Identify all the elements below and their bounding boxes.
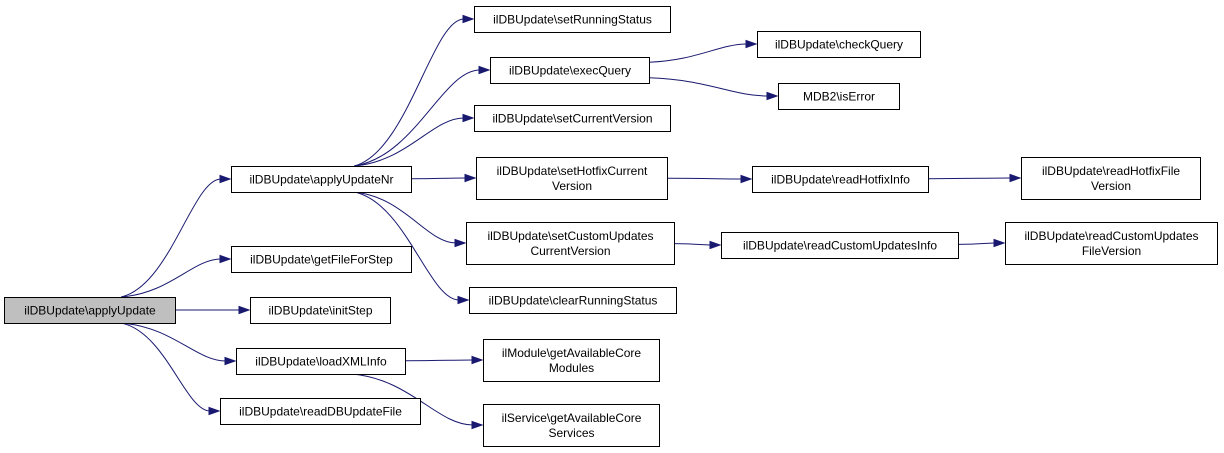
node-box [466, 222, 675, 265]
edge-set_hotfix_current_version-to-read_hotfix_info [666, 174, 753, 184]
node-label-line: ilModule\getAvailableCore [502, 346, 642, 360]
edge-read_custom_updates_info-to-read_custom_updates_file_version [957, 238, 1006, 248]
node-label-line: MDB2\isError [803, 90, 875, 104]
node-set-current-version[interactable]: ilDBUpdate\setCurrentVersion [474, 105, 671, 132]
node-set-running-status[interactable]: ilDBUpdate\setRunningStatus [474, 6, 671, 33]
edge-set_custom_updates_current_version-to-read_custom_updates_info [673, 240, 722, 250]
node-init-step[interactable]: ilDBUpdate\initStep [250, 297, 391, 324]
node-box [752, 166, 929, 193]
node-box [474, 105, 671, 132]
edge-read_hotfix_info-to-read_hotfix_file_version [927, 173, 1022, 183]
edge-apply_update_nr-to-set_running_status [354, 14, 475, 167]
nodes-layer: ilDBUpdate\applyUpdate ilDBUpdate\applyUp… [4, 6, 1218, 447]
edge-apply_update-to-apply_update_nr [121, 174, 232, 298]
edge-exec_query-to-check_query [648, 39, 758, 63]
node-label-line: ilDBUpdate\readDBUpdateFile [239, 405, 402, 419]
node-box [250, 297, 391, 324]
node-read-custom-updates-info[interactable]: ilDBUpdate\readCustomUpdatesInfo [721, 232, 959, 259]
edge-apply_update_nr-to-exec_query [354, 65, 491, 167]
node-clear-running-status[interactable]: ilDBUpdate\clearRunningStatus [469, 287, 677, 314]
node-read-db-update-file[interactable]: ilDBUpdate\readDBUpdateFile [220, 398, 421, 425]
node-label-line: Version [1091, 179, 1131, 193]
node-exec-query[interactable]: ilDBUpdate\execQuery [490, 57, 650, 84]
node-box [469, 287, 677, 314]
edges-layer [121, 14, 1022, 430]
node-box [483, 339, 660, 382]
node-label-line: ilDBUpdate\readHotfixInfo [771, 173, 910, 187]
node-label-line: ilService\getAvailableCore [502, 411, 642, 425]
node-label-line: ilDBUpdate\initStep [268, 304, 372, 318]
node-label-line: ilDBUpdate\clearRunningStatus [489, 294, 658, 308]
node-label-line: FileVersion [1082, 244, 1141, 258]
node-label-line: ilDBUpdate\setHotfixCurrent [497, 164, 648, 178]
edge-apply_update-to-init_step [175, 305, 251, 315]
node-box [4, 297, 176, 324]
node-box [778, 83, 900, 110]
node-label-line: ilDBUpdate\readCustomUpdates [1024, 229, 1198, 243]
node-box [476, 157, 668, 200]
node-label-line: ilDBUpdate\readCustomUpdatesInfo [743, 239, 937, 253]
node-box [236, 348, 406, 375]
node-set-custom-updates-current-version[interactable]: ilDBUpdate\setCustomUpdatesCurrentVersio… [466, 222, 675, 265]
node-box [220, 398, 421, 425]
node-label-line: Services [548, 426, 594, 440]
node-box [721, 232, 959, 259]
edge-apply_update-to-read_db_update_file [121, 322, 221, 416]
node-box [483, 404, 660, 447]
node-read-hotfix-info[interactable]: ilDBUpdate\readHotfixInfo [752, 166, 929, 193]
node-box [1005, 222, 1218, 265]
edge-apply_update-to-load_xml_info [121, 322, 237, 366]
edge-apply_update_nr-to-set_hotfix_current_version [410, 173, 477, 183]
edge-apply_update_nr-to-set_custom_updates_current_version [354, 191, 467, 248]
edge-exec_query-to-mdb2_is_error [648, 77, 779, 101]
node-label-line: ilDBUpdate\checkQuery [775, 38, 903, 52]
node-label-line: ilDBUpdate\getFileForStep [250, 253, 393, 267]
node-label-line: Modules [549, 361, 594, 375]
node-load-xml-info[interactable]: ilDBUpdate\loadXMLInfo [236, 348, 406, 375]
node-label-line: ilDBUpdate\loadXMLInfo [255, 355, 387, 369]
node-box [757, 31, 921, 58]
node-apply-update-nr[interactable]: ilDBUpdate\applyUpdateNr [231, 166, 412, 193]
node-box [490, 57, 650, 84]
node-label-line: CurrentVersion [530, 244, 610, 258]
node-apply-update[interactable]: ilDBUpdate\applyUpdate [4, 297, 176, 324]
node-box [231, 246, 412, 273]
node-label-line: ilDBUpdate\setRunningStatus [493, 13, 652, 27]
edge-apply_update_nr-to-set_current_version [354, 113, 475, 167]
node-mdb2-is-error[interactable]: MDB2\isError [778, 83, 900, 110]
edge-load_xml_info-to-module_get_available_core_modules [404, 355, 484, 365]
node-box [1021, 157, 1201, 200]
node-label-line: ilDBUpdate\applyUpdateNr [249, 173, 393, 187]
node-label-line: ilDBUpdate\readHotfixFile [1042, 164, 1180, 178]
node-check-query[interactable]: ilDBUpdate\checkQuery [757, 31, 921, 58]
node-label-line: ilDBUpdate\setCurrentVersion [492, 112, 652, 126]
edge-load_xml_info-to-service_get_available_core_services [351, 373, 484, 430]
edge-apply_update-to-get_file_for_step [121, 254, 232, 298]
node-label-line: Version [552, 179, 592, 193]
node-label-line: ilDBUpdate\applyUpdate [24, 304, 156, 318]
node-label-line: ilDBUpdate\setCustomUpdates [487, 229, 653, 243]
edge-apply_update_nr-to-clear_running_status [354, 191, 470, 305]
node-box [231, 166, 412, 193]
node-box [474, 6, 671, 33]
node-label-line: ilDBUpdate\execQuery [509, 64, 631, 78]
node-get-file-for-step[interactable]: ilDBUpdate\getFileForStep [231, 246, 412, 273]
